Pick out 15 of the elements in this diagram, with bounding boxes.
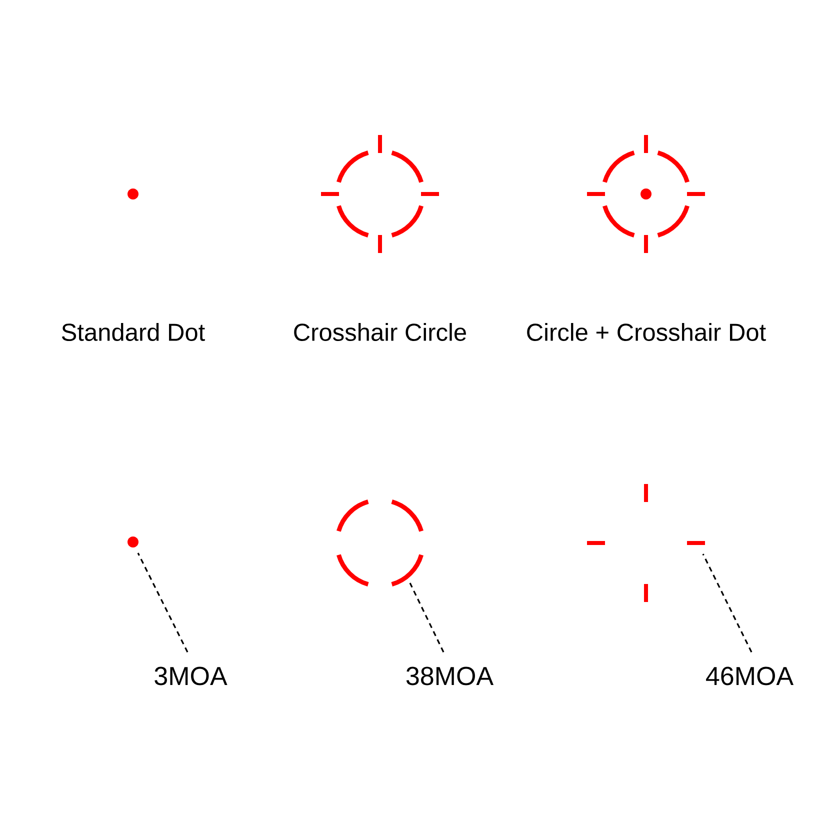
caption: Standard Dot — [62, 323, 205, 341]
reticle-dot — [128, 536, 138, 548]
reticle — [319, 133, 441, 255]
reticle — [585, 133, 707, 255]
crosshair — [585, 482, 707, 604]
reticle-dot — [640, 188, 652, 200]
size-label: 3MOA — [154, 666, 228, 686]
leader-line — [702, 554, 752, 652]
caption: Crosshair Circle — [294, 323, 466, 341]
leader-line — [137, 552, 188, 652]
leader-line — [409, 582, 444, 652]
size-label: 46MOA — [706, 666, 794, 686]
size-label: 38MOA — [406, 666, 494, 686]
reticle-dot — [128, 188, 138, 200]
caption: Circle + Crosshair Dot — [527, 323, 766, 341]
